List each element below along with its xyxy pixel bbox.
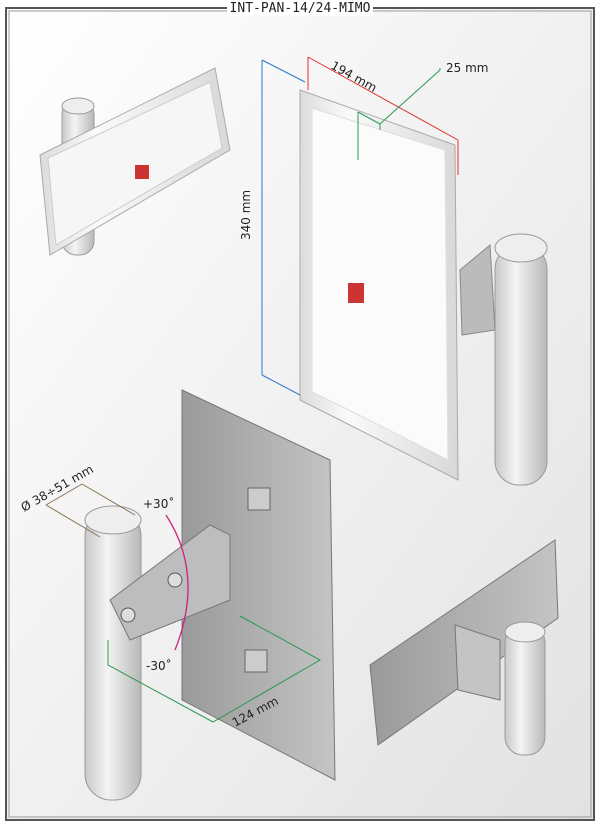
antenna-view-bottom-right [369,539,559,756]
antenna-view-rear [84,389,336,801]
logo-icon [348,283,364,303]
antenna-view-front [299,89,548,486]
logo-icon [135,165,149,179]
dimension-depth: 25 mm [357,61,488,160]
svg-text:340 mm: 340 mm [239,190,253,240]
svg-text:-30˚: -30˚ [146,658,172,673]
page-title: INT-PAN-14/24-MIMO [0,1,600,16]
dimension-height: 340 mm [239,59,306,396]
svg-text:+30˚: +30˚ [143,496,174,511]
svg-text:25 mm: 25 mm [446,61,488,75]
tilt-range: +30˚ -30˚ [143,496,189,673]
antenna-view-top-left [39,67,231,256]
